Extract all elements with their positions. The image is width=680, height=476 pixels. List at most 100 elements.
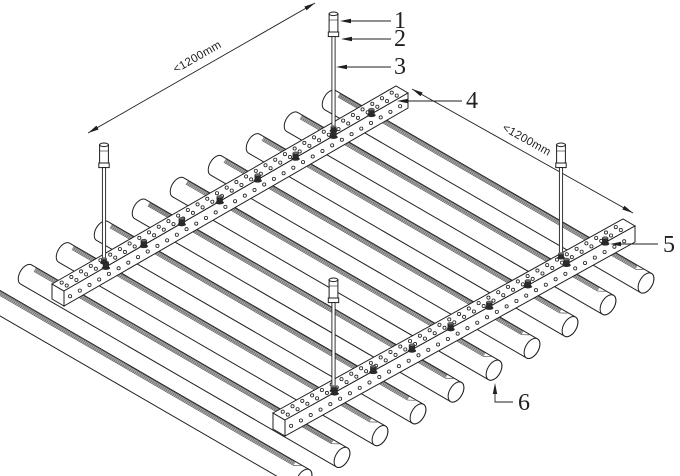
dimension-line [411, 88, 634, 214]
tube-end-cap [371, 425, 389, 447]
flange-hole [88, 263, 93, 268]
bolt-head-top [292, 151, 299, 155]
flange-hole [394, 93, 399, 98]
web-hole [387, 369, 392, 374]
anchor-body [556, 144, 566, 164]
rod-stem [101, 167, 107, 262]
nut-top [330, 125, 337, 128]
flange-hole [520, 282, 525, 287]
tube-clip-bolt [369, 364, 378, 375]
flange-hole [427, 328, 432, 333]
hanger-rod [327, 277, 340, 393]
tube-clip-bolt [215, 195, 224, 205]
web-hole [289, 423, 294, 428]
tube-slot-end [521, 334, 530, 336]
arrowhead [341, 36, 352, 42]
flange-hole [195, 202, 200, 207]
tube-slot-end [559, 312, 568, 314]
web-hole [174, 232, 179, 237]
flange-hole [462, 314, 467, 319]
callout-6-label: 6 [518, 390, 530, 416]
bolt-head-top [408, 343, 416, 347]
flange-hole [506, 284, 511, 289]
web-hole [233, 199, 238, 204]
flange-hole [280, 409, 285, 414]
flange-hole [176, 213, 181, 218]
flange-hole [79, 269, 84, 274]
flange-hole [268, 166, 273, 171]
flange-hole [511, 287, 516, 292]
flange-hole [273, 157, 278, 162]
carrier-rail [51, 85, 409, 307]
flange-hole [282, 152, 287, 157]
tube-slot-end [293, 465, 302, 467]
arrowhead [397, 98, 408, 104]
flange-hole [295, 407, 300, 412]
flange-hole [452, 320, 457, 325]
rod-stem [331, 302, 336, 390]
web-hole [184, 227, 189, 232]
flange-hole [315, 396, 320, 401]
tube-slot-hatch [0, 292, 294, 466]
tube-slot-end [635, 268, 644, 270]
flange-hole [305, 401, 310, 406]
callout-2-label: 2 [394, 26, 406, 52]
flange-hole [292, 146, 297, 151]
nut-top [330, 385, 337, 388]
carrier-web [284, 225, 636, 437]
flange-hole [321, 129, 326, 134]
flange-hole [147, 230, 152, 235]
tube-clip-bolt [367, 107, 376, 118]
rod-collar [555, 162, 567, 169]
web-hole [398, 104, 403, 109]
flange-hole [359, 366, 364, 371]
rod-nut [100, 257, 108, 265]
callout-leader [492, 383, 513, 403]
flange-hole [447, 317, 452, 322]
web-hole [223, 204, 228, 209]
web-hole [592, 255, 597, 260]
flange-hole [471, 309, 476, 314]
flange-hole [584, 241, 589, 246]
rod-stem [558, 167, 564, 257]
web-hole [97, 277, 102, 282]
arrowhead [610, 241, 621, 247]
web-hole [298, 418, 303, 423]
dimension-shaft [87, 2, 316, 134]
flange-hole [239, 182, 244, 187]
callout-leader [336, 64, 391, 70]
flange-hole [166, 219, 171, 224]
anchor-body [328, 13, 339, 33]
tube-end-cap [333, 446, 351, 468]
flange-hole [302, 140, 307, 145]
flange-hole [481, 304, 486, 309]
flange-hole [417, 333, 422, 338]
web-hole [426, 347, 431, 352]
flange-hole [535, 268, 540, 273]
tube-slot-hatch [0, 289, 296, 463]
flange-hole [564, 252, 569, 257]
dimension-line [87, 2, 316, 134]
web-hole [87, 283, 92, 288]
web-hole [445, 337, 450, 342]
bolt-head-top [140, 238, 147, 242]
flange-hole [491, 298, 496, 303]
arrowhead [412, 89, 423, 97]
round-tube [321, 89, 655, 294]
web-hole [416, 353, 421, 358]
flange-hole [486, 295, 491, 300]
flange-hole [287, 155, 292, 160]
tube-slot-end [369, 421, 378, 423]
flange-hole [300, 398, 305, 403]
flange-hole [354, 374, 359, 379]
web-hole [271, 176, 276, 181]
rod-stem [331, 36, 336, 130]
flange-hole [297, 149, 302, 154]
flange-hole [389, 90, 394, 95]
flange-hole [285, 412, 290, 417]
flange-hole [113, 255, 118, 260]
bolt-head-top [447, 322, 454, 326]
web-hole [155, 243, 160, 248]
web-hole [106, 271, 111, 276]
flange-hole [108, 252, 113, 257]
